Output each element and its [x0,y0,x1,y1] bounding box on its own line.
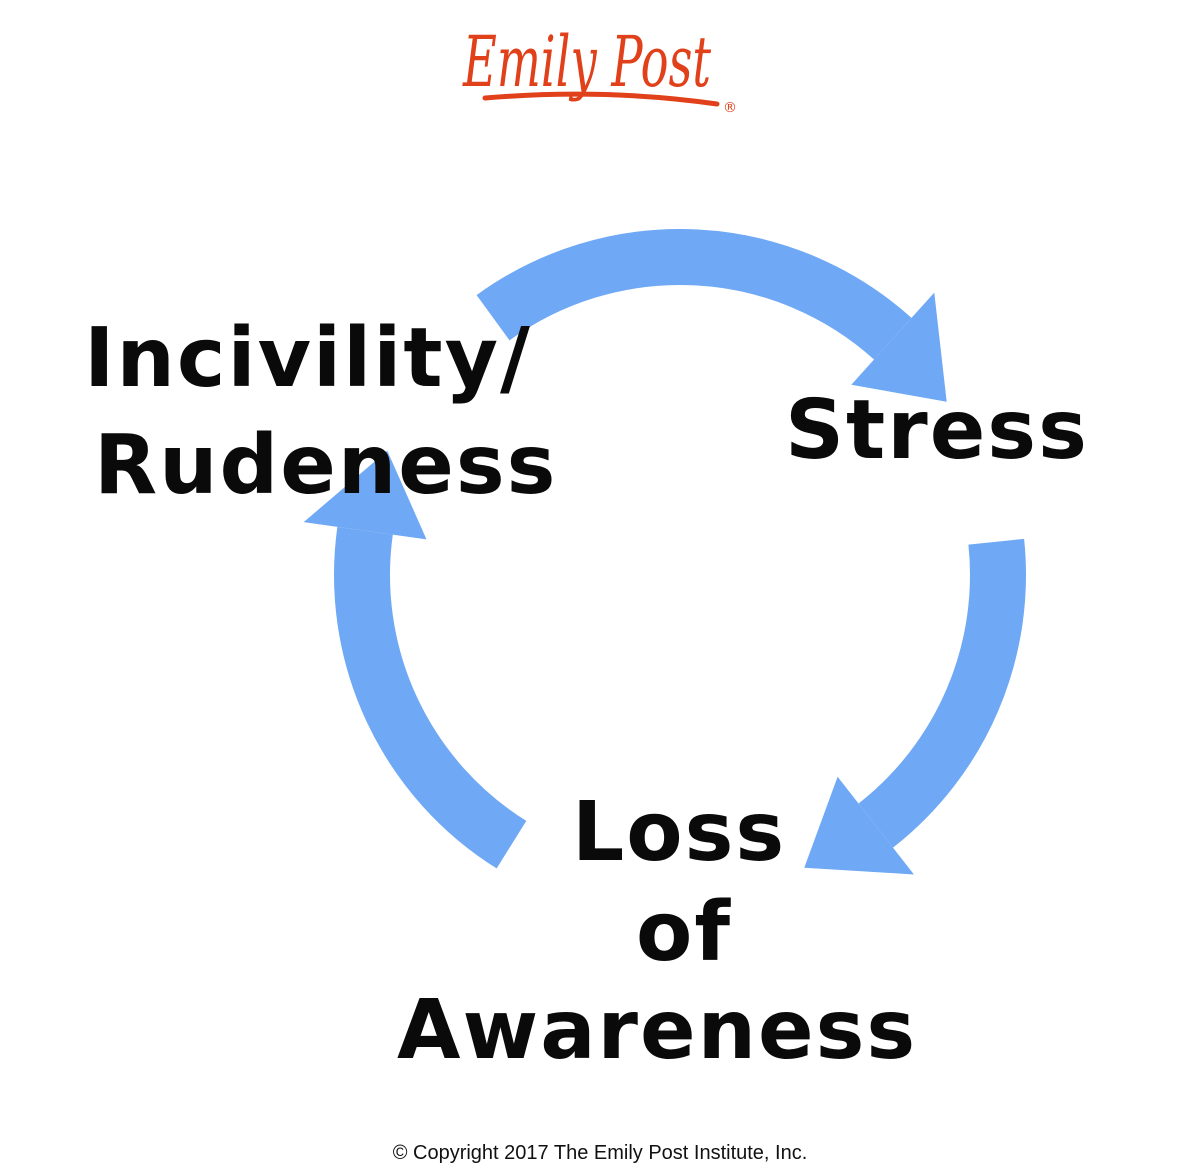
logo-text: Emily Post [462,21,712,103]
arrow-incivility-to-stress [476,229,947,402]
node-stress: Stress [785,383,1089,478]
arrow-head [804,776,914,875]
emily-post-logo: Emily Post ® [462,21,737,115]
arrow-loss-to-incivility [303,450,527,869]
node-incivility-line2: Rudeness [94,418,558,513]
node-incivility-line1: Incivility/ [84,311,532,406]
node-loss-line2: of [636,885,733,980]
node-loss-line3: Awareness [397,983,918,1078]
copyright-notice: © Copyright 2017 The Emily Post Institut… [392,1142,808,1164]
arrow-stress-to-loss [804,538,1026,875]
arrow-shaft [334,526,527,869]
arrow-shaft [476,229,912,360]
registered-mark: ® [723,100,737,115]
arrow-head [303,450,427,540]
arrow-shaft [858,538,1026,848]
node-loss-line1: Loss [572,785,787,880]
arrow-head [851,292,947,402]
